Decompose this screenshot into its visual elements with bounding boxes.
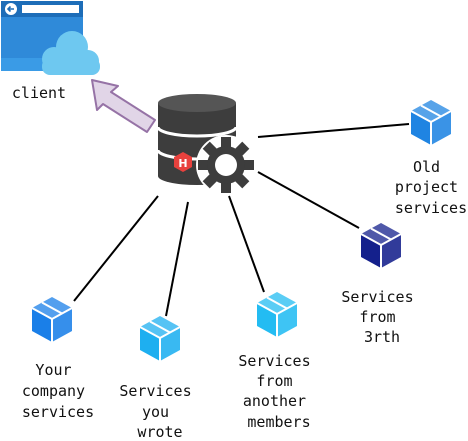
edge-your-company-services — [73, 195, 159, 302]
node-your-company-services[interactable]: Your company services — [22, 296, 94, 421]
cube-icon — [256, 291, 298, 338]
client-node[interactable]: client — [1, 1, 100, 102]
cube-icon — [410, 99, 452, 146]
h-badge-letter: H — [178, 157, 187, 170]
browser-cloud-icon — [1, 1, 100, 75]
edge-services-you-wrote — [165, 201, 189, 317]
gear-icon — [196, 135, 256, 195]
node-services-from-another-members[interactable]: Services from another members — [238, 291, 319, 431]
edge-services-from-3rth — [257, 171, 360, 229]
node-services-you-wrote[interactable]: Services you wrote — [119, 315, 200, 441]
request-arrow — [91, 79, 156, 133]
node-label: Services from 3rth — [341, 288, 422, 346]
edge-old-project-services — [257, 123, 410, 138]
client-label: client — [12, 84, 66, 102]
node-services-from-3rth[interactable]: Services from 3rth — [341, 222, 422, 346]
cube-icon — [31, 296, 73, 343]
hub-node: H — [156, 94, 256, 195]
node-label: Services from another members — [238, 352, 319, 431]
h-badge-icon: H — [174, 152, 192, 172]
cube-icon — [360, 222, 402, 269]
connections — [73, 123, 410, 317]
node-old-project-services[interactable]: Old project services — [395, 99, 467, 217]
edge-services-from-another-members — [228, 195, 265, 293]
node-label: Old project services — [395, 158, 467, 217]
node-label: Services you wrote — [119, 382, 200, 441]
node-label: Your company services — [22, 361, 94, 421]
cube-icon — [139, 315, 181, 362]
